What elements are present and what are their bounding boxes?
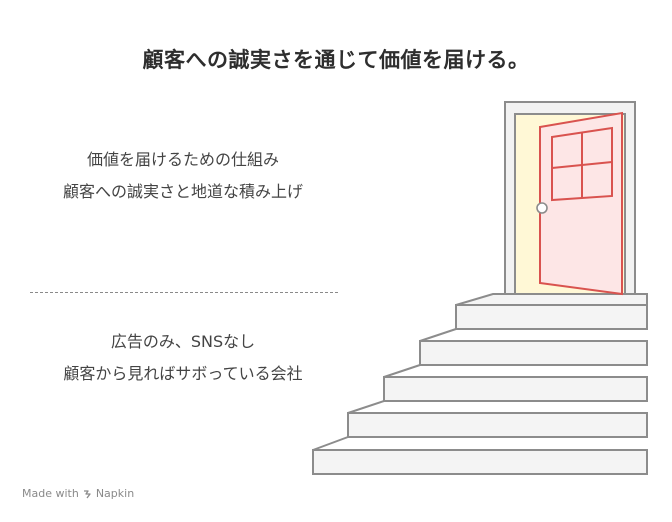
page-title: 顧客への誠実さを通じて価値を届ける。 bbox=[142, 48, 530, 72]
door-window bbox=[551, 126, 613, 202]
made-with-label: Made with bbox=[22, 487, 79, 500]
top-block-heading: 価値を届けるための仕組み bbox=[86, 150, 279, 169]
stair-landing bbox=[455, 293, 648, 306]
section-divider bbox=[30, 292, 338, 293]
napkin-brand: Napkin bbox=[83, 487, 134, 500]
brand-name: Napkin bbox=[95, 487, 135, 500]
stair-step-4 bbox=[383, 376, 648, 402]
stair-step-2 bbox=[455, 304, 648, 330]
napkin-logo-icon bbox=[83, 489, 91, 498]
stair-risers bbox=[312, 328, 457, 451]
stair-step-3 bbox=[419, 340, 648, 366]
staircase bbox=[312, 293, 648, 475]
top-block-body: 顧客への誠実さと地道な積み上げ bbox=[62, 182, 303, 201]
bottom-block-heading: 広告のみ、SNSなし bbox=[110, 332, 256, 351]
open-door bbox=[539, 111, 623, 296]
door-knob bbox=[536, 202, 548, 214]
top-text-block: 価値を届けるための仕組み 顧客への誠実さと地道な積み上げ bbox=[28, 148, 338, 204]
footer-credit: Made with Napkin bbox=[22, 487, 134, 500]
bottom-block-body: 顧客から見ればサボっている会社 bbox=[63, 364, 303, 383]
stair-step-6 bbox=[312, 449, 648, 475]
stair-step-5 bbox=[347, 412, 648, 438]
bottom-text-block: 広告のみ、SNSなし 顧客から見ればサボっている会社 bbox=[28, 330, 338, 386]
